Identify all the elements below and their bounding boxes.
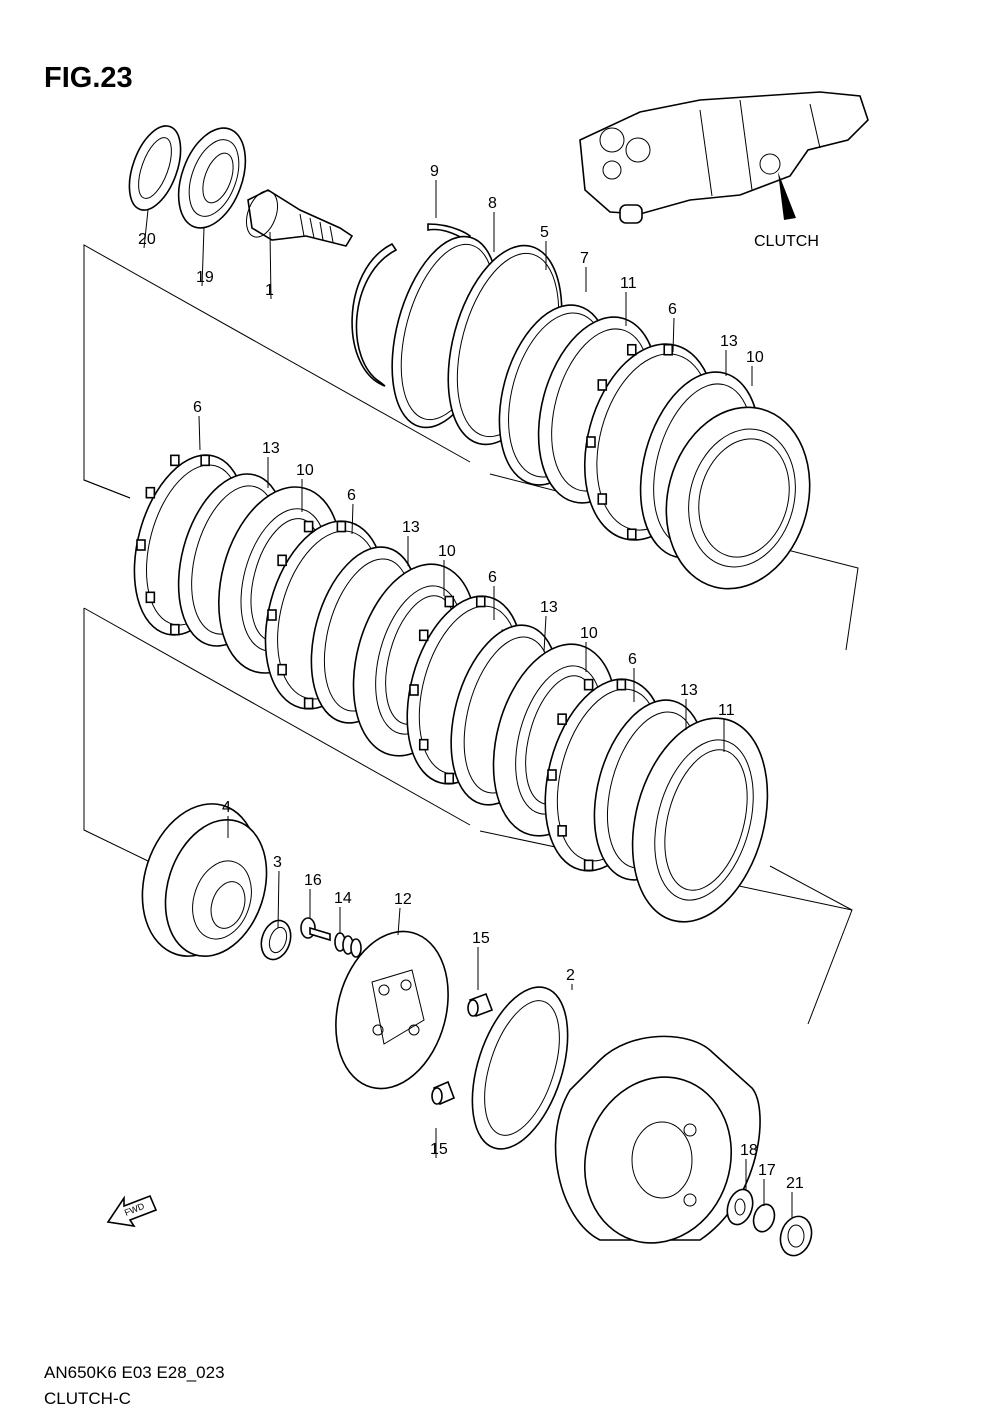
friction-tab	[583, 859, 594, 872]
part-number-label-21: 21	[786, 1175, 804, 1192]
part-number-label-11: 11	[620, 275, 637, 292]
part-number-label-6: 6	[488, 569, 497, 586]
spring-14	[334, 932, 362, 958]
clutch-plate-plate	[665, 406, 811, 590]
leader-line	[672, 317, 675, 353]
spacer-3	[260, 919, 292, 961]
part-number-label-8: 8	[488, 195, 497, 212]
part-number-label-6: 6	[347, 487, 356, 504]
friction-tab	[663, 343, 674, 356]
oil-seal-20	[128, 125, 182, 211]
part-number-label-19: 19	[196, 269, 214, 286]
clutch-plate-stack	[133, 235, 811, 923]
clutch-plate-plate	[631, 717, 769, 923]
friction-tab	[586, 436, 596, 448]
bearing-21	[779, 1215, 813, 1257]
friction-tab	[583, 678, 594, 691]
friction-tab	[277, 663, 287, 676]
leader-line	[269, 231, 272, 300]
part-number-label-6: 6	[628, 651, 637, 668]
fwd-arrow-icon: FWD	[106, 1194, 158, 1228]
part-number-label-5: 5	[540, 224, 549, 241]
part-number-label-18: 18	[740, 1142, 758, 1159]
friction-tab	[547, 769, 557, 781]
friction-tab	[418, 629, 429, 642]
leader-line	[143, 209, 149, 249]
part-number-label-13: 13	[720, 333, 738, 350]
damper-15-lower	[431, 1080, 456, 1106]
part-number-label-13: 13	[680, 682, 698, 699]
part-number-label-13: 13	[402, 519, 420, 536]
bolt-16	[300, 917, 331, 942]
friction-tab	[626, 343, 637, 356]
part-number-label-17: 17	[758, 1162, 776, 1179]
friction-tab	[170, 454, 180, 467]
friction-tab	[444, 595, 455, 608]
friction-tab	[145, 486, 156, 499]
part-number-label-7: 7	[580, 250, 589, 267]
bearing-19	[177, 127, 247, 229]
part-number-label-16: 16	[304, 872, 322, 889]
one-way-clutch-ring	[471, 986, 569, 1150]
part-number-label-14: 14	[334, 890, 352, 907]
friction-tab	[267, 609, 277, 621]
part-number-label-10: 10	[746, 349, 764, 366]
leader-line	[201, 227, 205, 287]
friction-tab	[616, 678, 627, 691]
part-number-label-10: 10	[438, 543, 456, 560]
snap-ring-9	[351, 242, 398, 387]
friction-tab	[626, 528, 637, 541]
leader-line	[198, 415, 201, 451]
part-number-label-13: 13	[262, 440, 280, 457]
clutch-callout: CLUTCH	[754, 233, 819, 250]
friction-tab	[475, 595, 486, 608]
damper-15-upper	[467, 992, 494, 1018]
friction-tab	[145, 591, 156, 604]
nut-17	[752, 1203, 776, 1233]
friction-tab	[336, 520, 347, 533]
leader-line	[351, 503, 354, 535]
friction-tab	[597, 379, 608, 391]
friction-tab	[409, 684, 419, 696]
engine-assembly-illustration	[579, 91, 869, 224]
friction-tab	[597, 493, 608, 505]
leader-line	[543, 615, 547, 653]
pressure-plate-12	[335, 930, 449, 1090]
part-number-label-10: 10	[296, 462, 314, 479]
friction-tab	[136, 539, 146, 551]
clutch-hub-4	[141, 803, 268, 958]
part-number-label-4: 4	[222, 799, 231, 816]
leader-line	[397, 907, 401, 936]
shaft-1	[245, 189, 354, 247]
part-number-label-6: 6	[668, 301, 677, 318]
leader-line	[277, 870, 280, 929]
friction-tab	[557, 713, 567, 725]
footer-section: CLUTCH-C	[44, 1389, 131, 1408]
friction-tab	[303, 697, 314, 710]
friction-tab	[277, 554, 287, 567]
part-number-label-6: 6	[193, 399, 202, 416]
part-number-label-15: 15	[472, 930, 490, 947]
part-number-label-9: 9	[430, 163, 439, 180]
friction-tab	[418, 738, 429, 751]
part-number-label-11: 11	[718, 702, 735, 719]
friction-tab	[557, 825, 567, 837]
part-number-label-13: 13	[540, 599, 558, 616]
part-number-labels: 2019198571161310613106131061310613114316…	[138, 163, 804, 1218]
part-number-label-20: 20	[138, 231, 156, 248]
friction-tab	[444, 772, 455, 785]
part-number-label-12: 12	[394, 891, 412, 908]
clutch-housing-2	[554, 1035, 761, 1244]
part-number-label-3: 3	[273, 854, 282, 871]
figure-title: FIG.23	[44, 62, 133, 94]
part-number-label-2: 2	[566, 967, 575, 984]
friction-tab	[303, 520, 314, 533]
part-number-label-10: 10	[580, 625, 598, 642]
friction-tab	[170, 623, 180, 636]
footer-code: AN650K6 E03 E28_023	[44, 1363, 225, 1382]
part-number-label-15: 15	[430, 1141, 448, 1158]
part-number-label-1: 1	[265, 282, 274, 299]
friction-tab	[200, 454, 210, 467]
